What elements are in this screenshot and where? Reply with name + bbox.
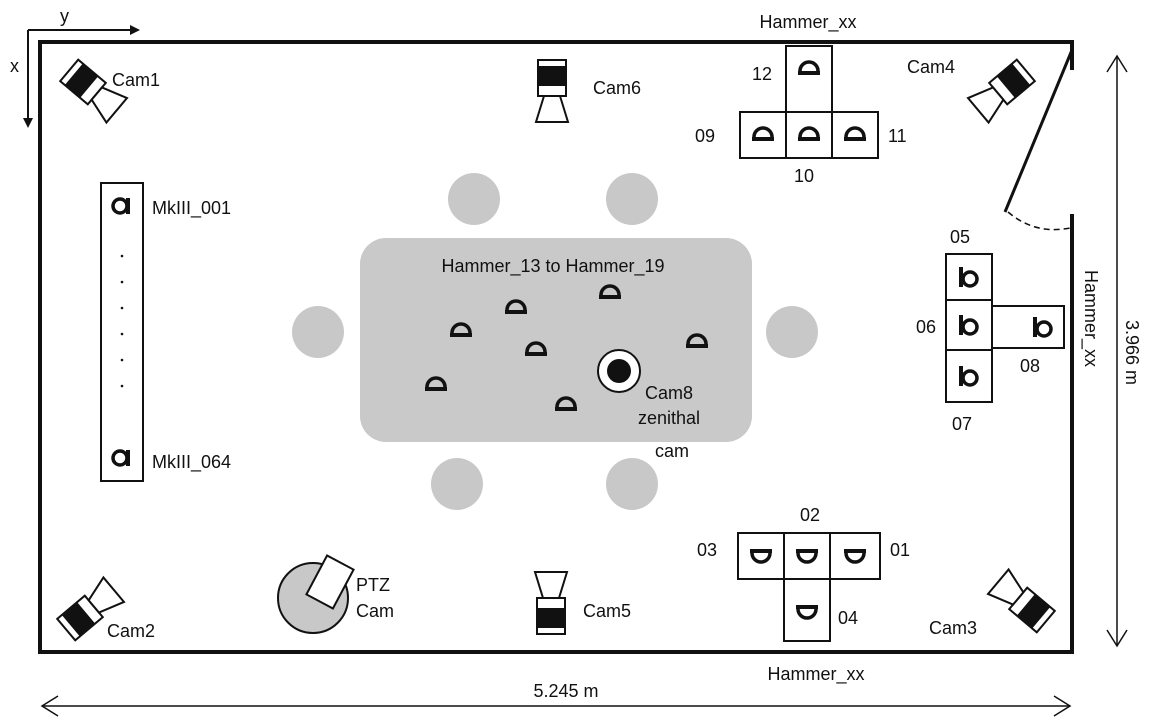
mk3-first-label: MkIII_001 <box>152 198 231 219</box>
cam2-label: Cam2 <box>107 621 155 641</box>
mic-num-09: 09 <box>695 126 715 146</box>
meeting-table <box>360 238 752 442</box>
bottom-array-label: Hammer_xx <box>767 664 864 685</box>
mic-num-07: 07 <box>952 414 972 434</box>
mic-num-06: 06 <box>916 317 936 337</box>
door-leaf <box>1003 49 1074 213</box>
chair <box>766 306 818 358</box>
ptz-label-cam: Cam <box>356 601 394 621</box>
ptz-label: PTZ <box>356 575 390 595</box>
width-dimension <box>40 695 1072 717</box>
width-label: 5.245 m <box>533 681 598 701</box>
cam5-icon <box>534 571 568 635</box>
axis-indicator: y x <box>10 6 140 128</box>
ptz-cam-icon <box>277 554 355 634</box>
cam3-icon <box>987 568 1058 635</box>
cam4-icon <box>967 57 1038 124</box>
chair <box>448 173 500 225</box>
cam3-label: Cam3 <box>929 618 977 638</box>
cam8-zenithal-icon <box>597 349 641 393</box>
height-label: 3.966 m <box>1122 320 1142 385</box>
axis-x-label: x <box>10 56 19 76</box>
room-walls <box>38 40 1074 654</box>
mic-num-04: 04 <box>838 608 858 628</box>
cam8-label-zenithal: zenithal <box>638 408 700 428</box>
height-dimension <box>1106 54 1128 648</box>
cam1-icon <box>57 57 128 124</box>
mic-num-10: 10 <box>794 166 814 186</box>
axis-y-label: y <box>60 6 69 26</box>
bottom-hammer-array <box>737 532 881 642</box>
chair <box>292 306 344 358</box>
cam1-label: Cam1 <box>112 70 160 90</box>
mic-num-01: 01 <box>890 540 910 560</box>
table-label: Hammer_13 to Hammer_19 <box>441 256 664 277</box>
door-swing-arc <box>1007 211 1071 231</box>
chair <box>606 173 658 225</box>
mic-num-11: 11 <box>888 126 907 146</box>
mic-num-05: 05 <box>950 227 970 247</box>
mic-num-12: 12 <box>752 64 772 84</box>
mk3-last-label: MkIII_064 <box>152 452 231 473</box>
chair <box>606 458 658 510</box>
cam6-icon <box>535 59 569 123</box>
mic-num-03: 03 <box>697 540 717 560</box>
cam5-label: Cam5 <box>583 601 631 621</box>
cam6-label: Cam6 <box>593 78 641 98</box>
top-hammer-array <box>739 45 879 159</box>
chairs <box>292 173 818 510</box>
mic-num-02: 02 <box>800 505 820 525</box>
top-array-label: Hammer_xx <box>759 12 856 33</box>
mk3-array <box>100 182 144 482</box>
cam8-label-cam: cam <box>655 441 689 461</box>
right-hammer-array <box>945 253 1065 403</box>
mic-num-08: 08 <box>1020 356 1040 376</box>
cam8-label: Cam8 <box>645 383 693 403</box>
cam4-label: Cam4 <box>907 57 955 77</box>
chair <box>431 458 483 510</box>
right-array-label: Hammer_xx <box>1080 270 1101 367</box>
